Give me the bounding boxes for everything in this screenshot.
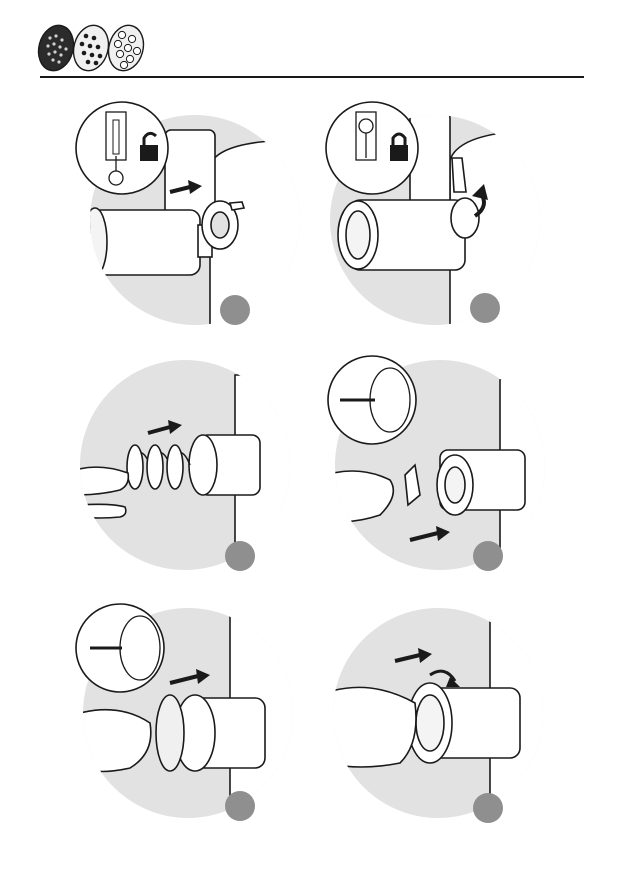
step-2-illustration bbox=[320, 100, 550, 330]
step-1-illustration bbox=[70, 100, 300, 330]
step-1-number-badge bbox=[220, 295, 250, 325]
step-3-illustration bbox=[70, 355, 300, 585]
step-4-illustration bbox=[320, 355, 550, 585]
step-3-number-badge bbox=[225, 541, 255, 571]
step-5-number-badge bbox=[225, 791, 255, 821]
step-6-illustration bbox=[320, 603, 550, 833]
step-6-number-badge bbox=[473, 793, 503, 823]
page-header bbox=[0, 0, 624, 84]
step-5-illustration bbox=[70, 603, 300, 833]
step-2-number-badge bbox=[470, 293, 500, 323]
step-4-number-badge bbox=[473, 541, 503, 571]
header-rule bbox=[40, 76, 584, 78]
grinding-discs-icon bbox=[36, 22, 146, 74]
